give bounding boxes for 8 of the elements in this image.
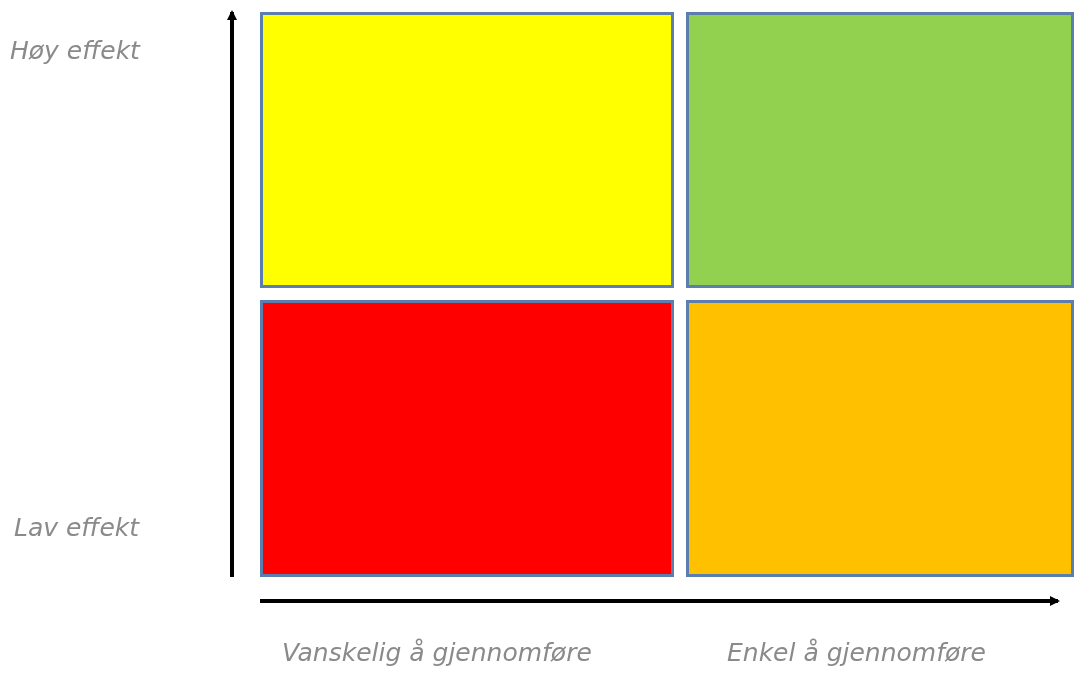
- quadrant-box: [260, 300, 674, 577]
- axis-label: Høy effekt: [10, 36, 140, 65]
- axis-label: Lav effekt: [14, 513, 140, 542]
- quadrant-box: [686, 300, 1074, 577]
- axis-label: Vanskelig å gjennomføre: [282, 638, 592, 667]
- axis-label: Enkel å gjennomføre: [727, 638, 986, 667]
- quadrant-box: [260, 12, 674, 288]
- quadrant-box: [686, 12, 1074, 288]
